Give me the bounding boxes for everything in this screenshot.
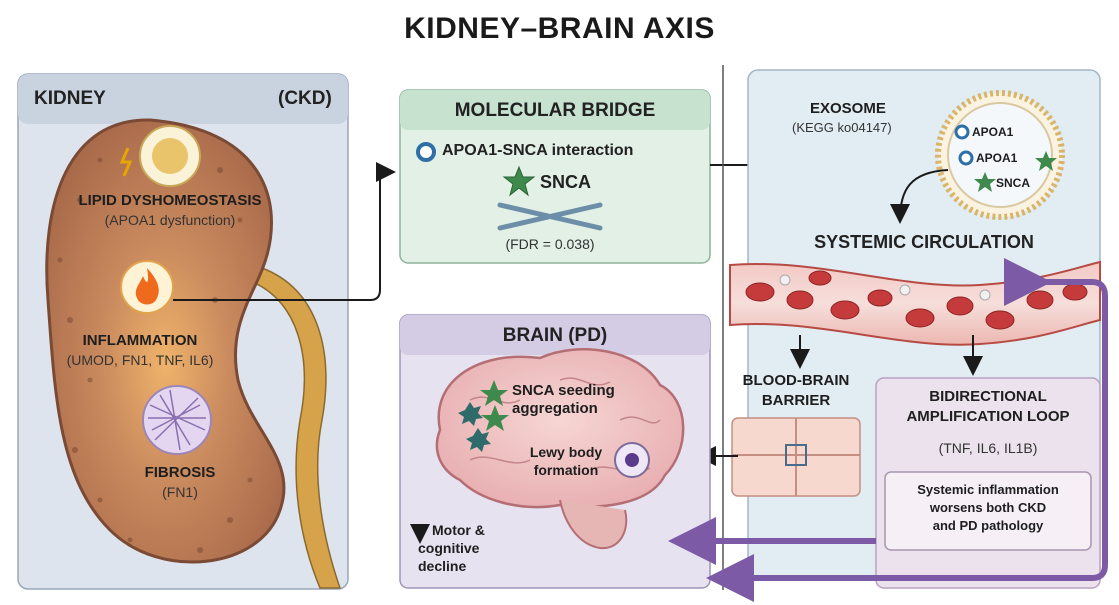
loop-label-1: BIDIRECTIONAL (929, 388, 1047, 405)
lightning-icon (119, 147, 133, 177)
brain-snca-star-icon-2 (481, 405, 509, 431)
feedback-loop-arrow-to-kidney (706, 279, 1108, 602)
brainstem (559, 499, 628, 550)
bbb-label-1: BLOOD-BRAIN (742, 372, 850, 389)
decline-label-1: Motor & (432, 522, 485, 538)
brain-snca-star-icon (480, 380, 508, 406)
snca-star-icon (502, 165, 536, 197)
kidney-header: KIDNEY (34, 88, 106, 109)
exosome-apoa1-icon (954, 124, 970, 140)
loop-cytokines: (TNF, IL6, IL1B) (938, 440, 1038, 456)
bbb-label-2: BARRIER (761, 392, 831, 409)
brain-header-band (400, 315, 710, 355)
loop-note-2: worsens both CKD (929, 500, 1047, 515)
exosome-item-apoa1: APOA1 (972, 125, 1014, 139)
interaction-label: APOA1-SNCA interaction (442, 142, 634, 159)
lipid-core (152, 138, 188, 174)
loop-note-3: and PD pathology (932, 518, 1044, 533)
bridge-header-band (400, 90, 710, 130)
aggregate-icons (458, 402, 491, 452)
fibrosis-label: FIBROSIS (144, 464, 216, 481)
exosome-snca-star-icon-2 (974, 172, 996, 192)
fibril-icon (497, 202, 603, 231)
inflammation-sub: (UMOD, FN1, TNF, IL6) (66, 352, 214, 368)
exosome-inner (947, 102, 1053, 208)
kidney-header-ckd: (CKD) (278, 88, 332, 109)
exosome-item-apoa1-2: APOA1 (976, 151, 1018, 165)
decline-label-3: decline (418, 558, 467, 574)
brain-header: BRAIN (PD) (502, 325, 608, 346)
loop-note-1: Systemic inflammation (917, 482, 1059, 497)
kidney-to-bridge-arrow (173, 162, 396, 301)
aggregation-label: aggregation (512, 400, 598, 417)
kidney-header-band (18, 74, 348, 124)
apoa1-ring-icon (416, 142, 436, 162)
inflammation-label: INFLAMMATION (82, 332, 198, 349)
lipid-label: LIPID DYSHOMEOSTASIS (78, 192, 262, 209)
lewy-label-2: formation (533, 462, 599, 478)
exosome-snca-star-icon (1035, 151, 1057, 171)
lipid-sub: (APOA1 dysfunction) (104, 212, 236, 228)
exosome-to-circulation-arrow (890, 169, 949, 224)
exosome-item-snca: SNCA (996, 176, 1031, 190)
lewy-body-core (625, 453, 639, 467)
brain-shape (435, 348, 685, 509)
snca-seeding-label: SNCA seeding (512, 382, 615, 399)
exosome-apoa1-icon-2 (958, 150, 974, 166)
fibrosis-sub: (FN1) (162, 484, 198, 500)
bridge-snca-label: SNCA (540, 172, 592, 192)
fibrosis-fibers (148, 389, 206, 451)
loop-note-box (884, 471, 1092, 551)
loop-label-2: AMPLIFICATION LOOP (906, 408, 1070, 425)
fdr-label: (FDR = 0.038) (505, 236, 595, 252)
decline-label-2: cognitive (418, 540, 480, 556)
diagram-title: KIDNEY–BRAIN AXIS (404, 12, 715, 45)
ureter (246, 267, 342, 589)
exosome-header: EXOSOME (810, 100, 886, 117)
kidney-shape (45, 118, 286, 564)
exosome-kegg: (KEGG ko04147) (792, 120, 892, 135)
white-blood-cells (779, 274, 991, 301)
tight-junction-icon (785, 444, 807, 466)
circulation-label: SYSTEMIC CIRCULATION (814, 232, 1034, 252)
bridge-header: MOLECULAR BRIDGE (454, 100, 656, 121)
fibrosis-icon (142, 385, 212, 455)
flame-shape (135, 268, 159, 305)
lewy-label-1: Lewy body (529, 444, 603, 460)
